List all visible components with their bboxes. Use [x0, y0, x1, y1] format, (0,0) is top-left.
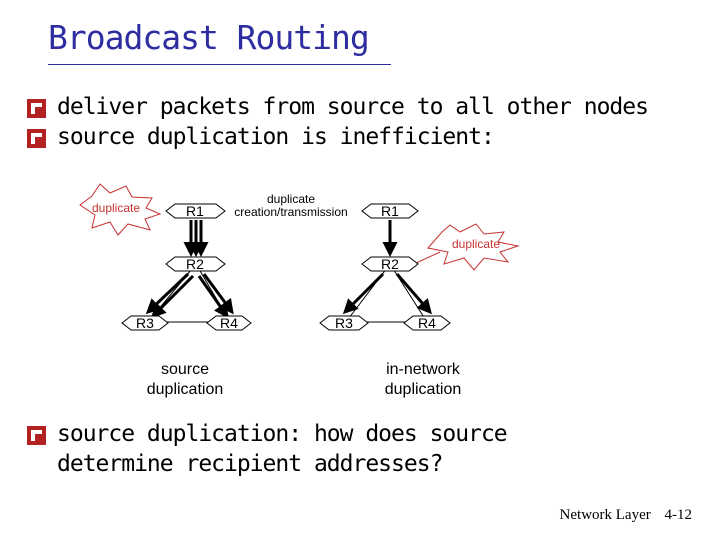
router-right-r2: R2 — [361, 256, 419, 272]
router-right-r4: R4 — [403, 315, 451, 331]
left-arrows — [145, 220, 234, 319]
title-underline — [48, 64, 391, 65]
svg-text:R1: R1 — [381, 203, 399, 219]
center-label: duplicate creation/transmission — [234, 192, 348, 219]
bullet-item: source duplication: how does source dete… — [26, 419, 716, 479]
bullet-list-top: deliver packets from source to all other… — [26, 92, 716, 152]
router-left-r2: R2 — [165, 256, 226, 272]
svg-text:R4: R4 — [220, 315, 238, 331]
footer-section: Network Layer — [559, 507, 651, 523]
bullet-item: deliver packets from source to all other… — [26, 92, 716, 122]
router-left-r4: R4 — [206, 315, 252, 331]
right-arrows — [342, 220, 432, 315]
svg-text:R3: R3 — [335, 315, 353, 331]
caption-left: source duplication — [146, 361, 224, 398]
bullet-icon — [26, 98, 47, 119]
footer-page-number: 4-12 — [664, 507, 693, 523]
duplicate-burst-left: duplicate — [79, 183, 162, 236]
caption-right: in-network duplication — [384, 361, 462, 398]
bullet-icon — [26, 128, 47, 149]
svg-text:R3: R3 — [136, 315, 154, 331]
router-right-r3: R3 — [319, 315, 369, 331]
router-right-r1: R1 — [361, 203, 419, 219]
bullet-text: deliver packets from source to all other… — [57, 94, 649, 120]
svg-text:R2: R2 — [381, 256, 399, 272]
bullet-text: source duplication: how does source dete… — [57, 421, 508, 477]
slide-footer: Network Layer 4-12 — [550, 507, 692, 524]
duplicate-burst-right: duplicate — [427, 223, 520, 271]
svg-text:R2: R2 — [186, 256, 204, 272]
svg-text:R1: R1 — [186, 203, 204, 219]
router-left-r3: R3 — [121, 315, 169, 331]
broadcast-diagram: duplicate duplicate R1 R2 R3 R4 R1 R2 R3… — [79, 183, 520, 331]
duplicate-label-right: duplicate — [452, 237, 500, 251]
bullet-item: source duplication is inefficient: — [26, 122, 716, 152]
bullet-list-bottom: source duplication: how does source dete… — [26, 419, 716, 479]
router-left-r1: R1 — [165, 203, 226, 219]
bullet-icon — [26, 425, 47, 446]
svg-text:R4: R4 — [418, 315, 436, 331]
bullet-text: source duplication is inefficient: — [57, 124, 495, 150]
slide-title: Broadcast Routing — [48, 18, 370, 57]
duplicate-label-left: duplicate — [92, 201, 140, 215]
